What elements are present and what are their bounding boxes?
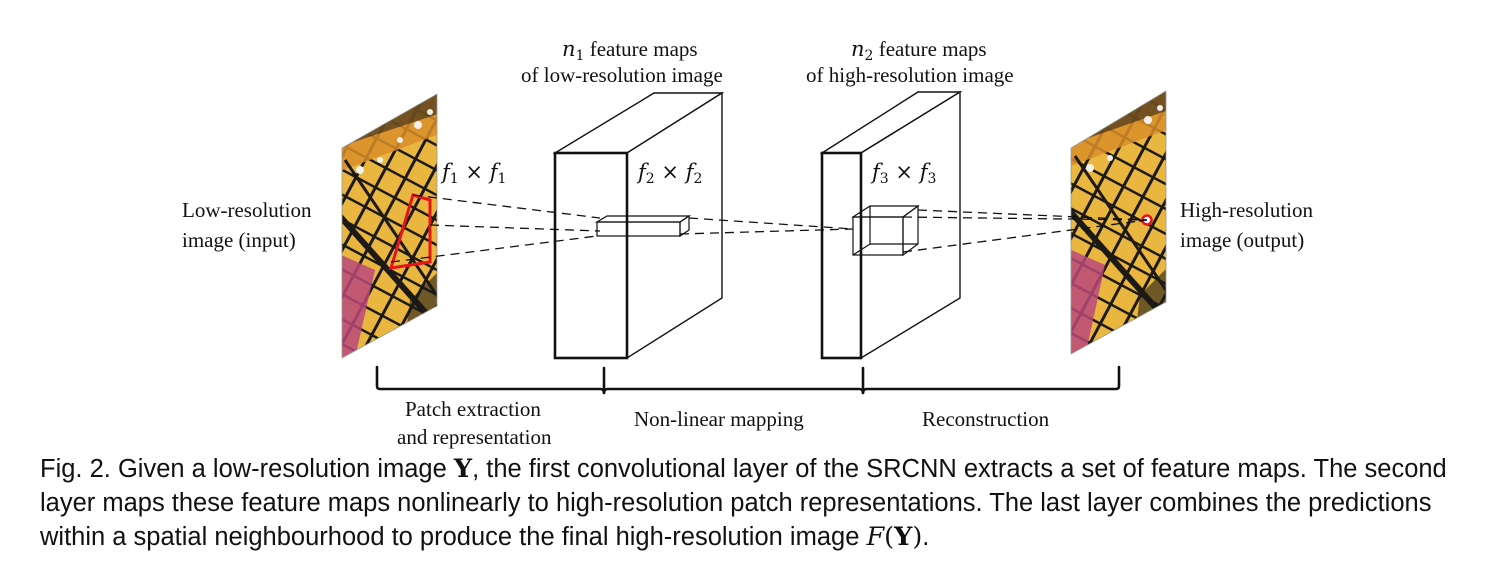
filter-size-f2: f2 × f2: [638, 160, 702, 187]
stage2-label: Non-linear mapping: [634, 407, 804, 431]
times-sign-2: ×: [661, 160, 679, 184]
f2-subscript: 2: [645, 171, 655, 187]
output-label-line1: High-resolution: [1180, 198, 1313, 222]
stage-braces: [375, 365, 1121, 395]
caption-close-paren: ): [912, 522, 923, 552]
diagram-canvas: [341, 90, 1167, 395]
n2-symbol: n: [851, 37, 865, 61]
caption-f-symbol: F: [866, 522, 885, 552]
f1-subscript: 1: [449, 171, 459, 187]
stage3-label: Reconstruction: [922, 407, 1050, 431]
layer1-title-line2: of low-resolution image: [521, 63, 723, 87]
figure-caption: Fig. 2. Given a low-resolution image Y, …: [40, 452, 1480, 554]
caption-y-symbol-2: Y: [894, 522, 913, 552]
f1-symbol: f: [442, 160, 450, 184]
stage1-label-line2: and representation: [397, 425, 552, 449]
times-sign-3: ×: [895, 160, 913, 184]
layer1-block: [552, 91, 725, 360]
n1-symbol: n: [562, 37, 576, 61]
caption-open-paren: (: [884, 522, 895, 552]
f1-subscript-2: 1: [497, 171, 507, 187]
caption-end: .: [922, 523, 930, 551]
layer2-patch-cube: [850, 204, 920, 257]
input-image-frame: [341, 93, 438, 359]
times-sign: ×: [465, 160, 483, 184]
output-label-line2: image (output): [1180, 228, 1305, 252]
f1-symbol-2: f: [489, 160, 498, 184]
layer1-title-line1: n1 feature maps: [562, 36, 698, 69]
layer1-patch: [594, 214, 691, 238]
stage1-label-line1: Patch extraction: [405, 397, 541, 421]
layer2-title-line1: n2 feature maps: [851, 36, 987, 69]
f3-symbol: f: [872, 160, 880, 184]
n1-subscript: 1: [575, 48, 585, 64]
projection-lines: [390, 194, 1148, 263]
layer2-title-suffix: feature maps: [878, 37, 987, 61]
f2-symbol: f: [638, 160, 646, 184]
caption-part2: , the first convolutional layer of the S…: [40, 455, 1447, 551]
f3-symbol-2: f: [919, 160, 928, 184]
f2-subscript-2: 2: [693, 171, 703, 187]
f2-symbol-2: f: [685, 160, 694, 184]
input-label-line2: image (input): [182, 228, 296, 252]
input-patch-highlight: [388, 193, 432, 270]
output-image-frame: [1070, 90, 1167, 355]
filter-size-f1: f1 × f1: [442, 160, 506, 187]
caption-y-symbol: Y: [453, 454, 473, 484]
layer2-block: [819, 90, 963, 360]
caption-part1: Fig. 2. Given a low-resolution image: [40, 455, 454, 483]
input-label-line1: Low-resolution: [182, 198, 312, 222]
f3-subscript-2: 3: [927, 171, 937, 187]
layer2-title-line2: of high-resolution image: [806, 63, 1014, 87]
filter-size-f3: f3 × f3: [872, 160, 936, 187]
f3-subscript: 3: [879, 171, 889, 187]
layer1-title-suffix: feature maps: [589, 37, 698, 61]
n2-subscript: 2: [864, 48, 874, 64]
